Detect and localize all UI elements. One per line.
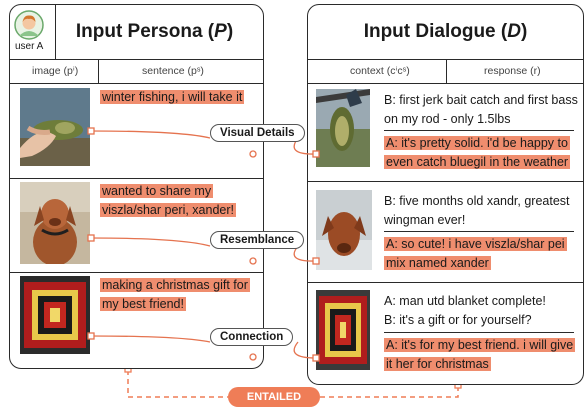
link-curve-connection — [90, 335, 317, 359]
xandr-dog-photo — [316, 190, 372, 270]
link-label-resemblance: Resemblance — [210, 231, 305, 249]
persona-sentence-1: winter fishing, i will take it — [100, 90, 245, 104]
entailed-bracket — [127, 370, 459, 398]
column-context-label: context (cⁱcˢ) — [350, 65, 410, 77]
dialogue-header: Input Dialogue (D) — [308, 5, 583, 60]
entailed-badge: ENTAILED — [228, 387, 320, 407]
dialogue-response-2: A: so cute! i have viszla/shar pei mix n… — [384, 237, 567, 270]
blanket-photo — [20, 276, 90, 354]
utd-blanket-photo — [316, 290, 370, 370]
dialogue-response-1: A: it's pretty solid. i'd be happy to ev… — [384, 136, 571, 169]
user-avatar-icon — [14, 10, 44, 40]
dialogue-context-2: B: five months old xandr, greatest wingm… — [384, 194, 570, 227]
fish-photo — [20, 88, 90, 166]
persona-title: Input Persona (P) — [75, 21, 234, 42]
dialogue-context-3: A: man utd blanket complete! B: it's a g… — [384, 294, 546, 327]
persona-sentence-3: making a christmas gift for my best frie… — [100, 278, 250, 311]
column-image-label: image (pⁱ) — [32, 65, 79, 77]
user-label: user A — [15, 41, 44, 52]
dialogue-title: Input Dialogue (D) — [363, 21, 528, 42]
dialogue-response-3: A: it's for my best friend. i will give … — [384, 338, 576, 371]
persona-column-header: image (pⁱ) sentence (pˢ) — [10, 60, 263, 84]
link-label-connection: Connection — [210, 328, 294, 346]
dialogue-context-1: B: first jerk bait catch and first bass … — [384, 93, 578, 126]
link-label-visual-details: Visual Details — [210, 124, 305, 142]
column-sentence-label: sentence (pˢ) — [142, 65, 204, 77]
persona-sentence-2: wanted to share my viszla/shar peri, xan… — [100, 184, 237, 217]
bass-photo — [316, 89, 370, 167]
dialogue-column-header: context (cⁱcˢ) response (r) — [308, 60, 583, 84]
dog-photo — [20, 182, 90, 264]
persona-header: Input Persona (P) — [10, 5, 263, 60]
column-response-label: response (r) — [484, 65, 541, 77]
